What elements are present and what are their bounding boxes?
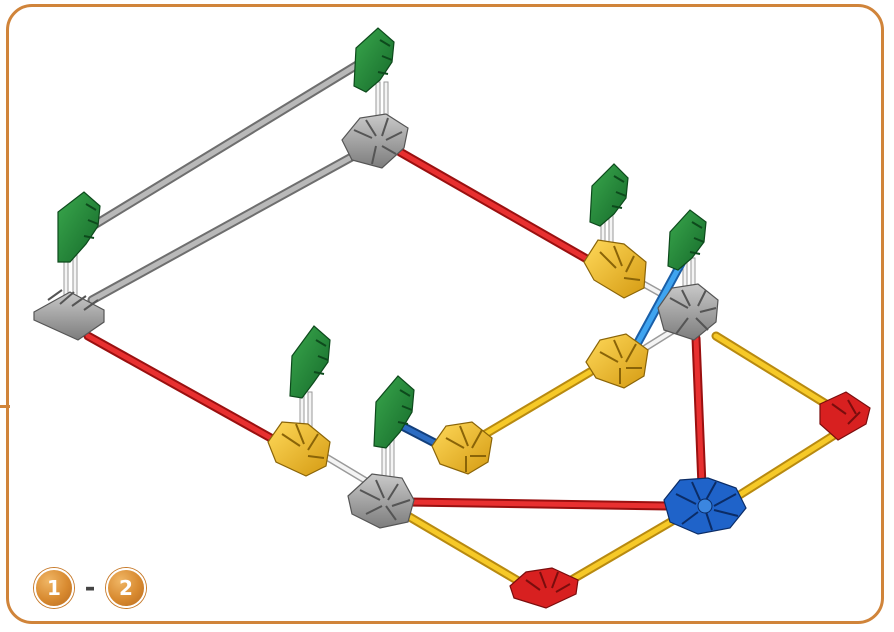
connector-grey-top <box>341 113 409 169</box>
connector-blue-hub <box>663 477 747 535</box>
rod-grey-top-front <box>87 143 373 305</box>
step-range-separator: - <box>84 573 96 603</box>
step-start-badge: 1 <box>34 568 74 608</box>
frame-tick-mark <box>0 405 10 408</box>
step-range-indicator: 1 - 2 <box>34 568 146 608</box>
rod-yellow-group <box>403 331 841 587</box>
connector-yellow-back-right <box>583 239 647 299</box>
rod-red-diagonal-bottom <box>403 497 673 511</box>
connector-yellow-mid-right <box>585 333 649 389</box>
connector-grey-right <box>657 283 719 341</box>
rod-red-back-right <box>395 147 597 267</box>
connector-green-front-mid <box>373 375 415 449</box>
rod-red-front-left <box>83 331 283 447</box>
rod-red-vertical <box>691 333 707 491</box>
connector-green-front-left <box>289 325 331 399</box>
connector-red-right-corner <box>819 391 871 441</box>
connector-red-bottom-corner <box>509 567 579 609</box>
rod-blue-diagonal <box>631 253 689 351</box>
connector-grey-front <box>347 473 415 529</box>
connector-green-right-back <box>589 163 629 227</box>
rod-grey-top-back <box>73 57 367 240</box>
connector-green-right-front <box>667 209 707 271</box>
step-end-badge: 2 <box>106 568 146 608</box>
connector-grey-left <box>33 289 105 341</box>
connector-green-top <box>353 27 395 93</box>
instruction-frame <box>6 4 884 624</box>
connector-green-left <box>57 191 101 263</box>
connector-yellow-front-left <box>267 421 331 477</box>
connector-yellow-front-mid <box>431 421 493 475</box>
